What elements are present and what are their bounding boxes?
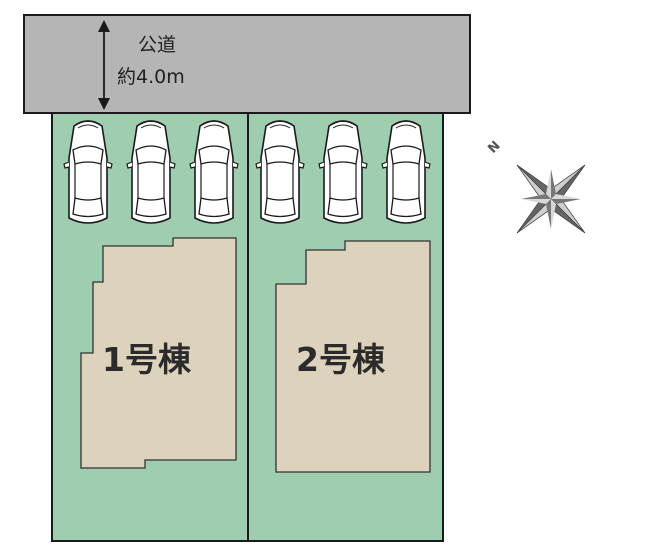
compass-rose-icon bbox=[516, 164, 586, 234]
compass-north-label: N bbox=[485, 138, 503, 156]
lot-1-label: 1号棟 bbox=[102, 340, 192, 379]
public-road: 公道 約4.0m bbox=[23, 14, 471, 114]
road-surface bbox=[23, 14, 471, 114]
road-width-arrowhead-top bbox=[98, 20, 110, 32]
lot-2-label: 2号棟 bbox=[296, 340, 386, 379]
road-width-arrowhead-bottom bbox=[98, 98, 110, 110]
road-width-label: 約4.0m bbox=[117, 66, 185, 88]
road-name-label: 公道 bbox=[138, 34, 176, 56]
lot-2-building bbox=[275, 240, 431, 473]
compass: N bbox=[485, 138, 586, 234]
lot-1-building bbox=[80, 237, 237, 469]
